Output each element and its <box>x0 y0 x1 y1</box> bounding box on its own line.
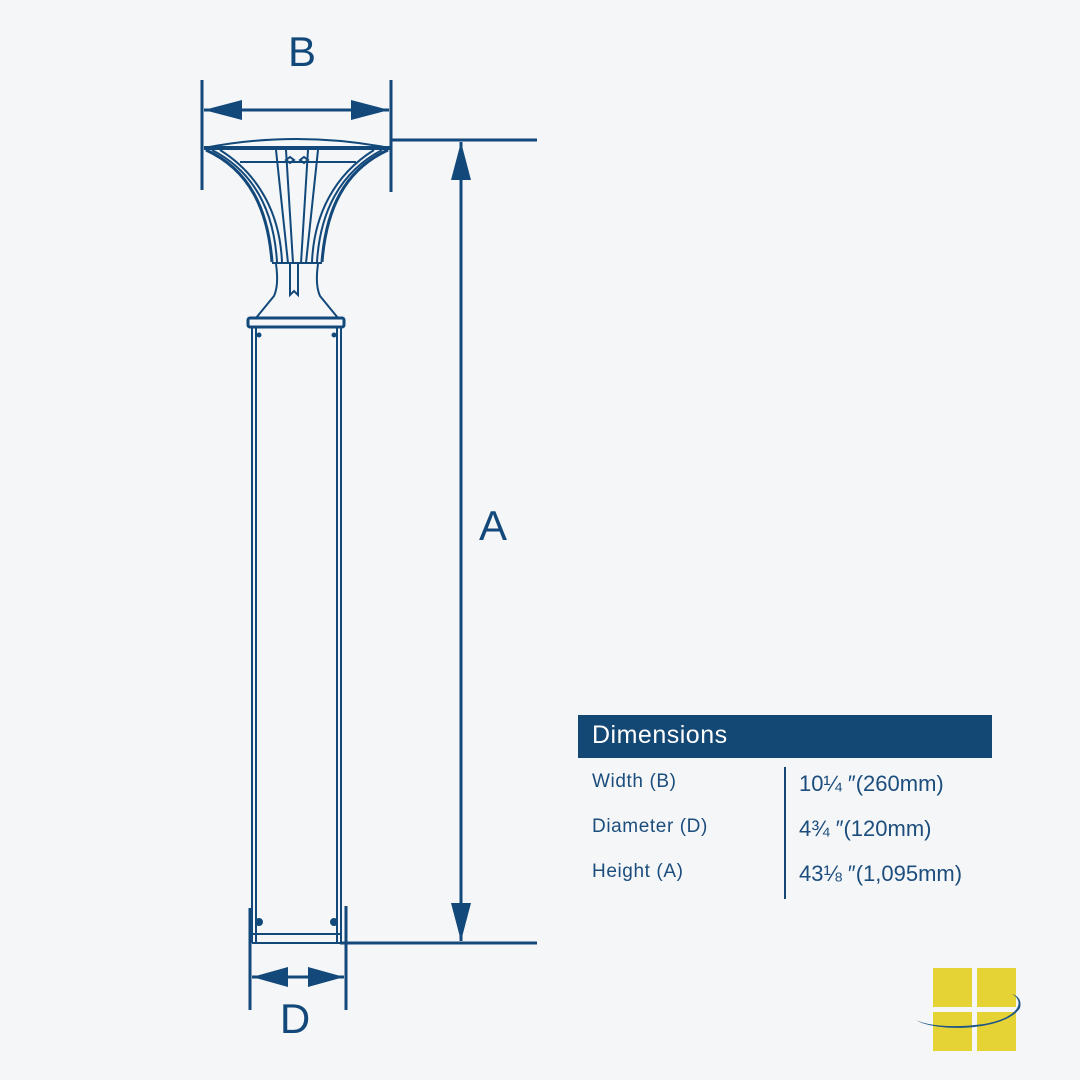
width-label: B <box>288 28 316 75</box>
row-label: Height (A) <box>592 861 684 882</box>
diameter-dimension <box>248 906 348 1010</box>
row-label: Diameter (D) <box>592 816 708 837</box>
dimensions-title: Dimensions <box>578 715 992 758</box>
row-value: 43⅛ ″(1,095mm) <box>799 861 963 886</box>
lamp-post <box>251 327 342 944</box>
lamp-head <box>203 138 391 329</box>
row-label: Width (B) <box>592 771 677 792</box>
column-divider <box>784 767 786 899</box>
width-dimension <box>200 80 393 192</box>
brand-logo-icon <box>916 968 1021 1051</box>
row-value: 4¾ ″(120mm) <box>799 816 932 841</box>
dimensions-table: Dimensions Width (B) 10¼ ″(260mm) Diamet… <box>578 715 992 902</box>
height-label: A <box>479 502 507 549</box>
table-row: Diameter (D) 4¾ ″(120mm) <box>578 812 992 857</box>
table-row: Width (B) 10¼ ″(260mm) <box>578 767 992 812</box>
row-value: 10¼ ″(260mm) <box>799 771 944 796</box>
table-row: Height (A) 43⅛ ″(1,095mm) <box>578 857 992 902</box>
height-dimension <box>340 138 537 945</box>
diameter-label: D <box>280 995 310 1042</box>
